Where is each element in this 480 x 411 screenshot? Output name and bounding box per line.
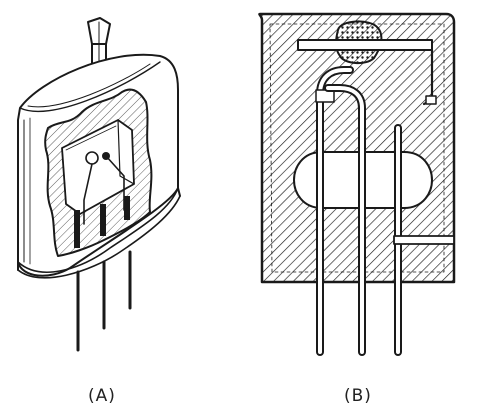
transistor-cutaway-drawing: [17, 17, 181, 352]
caption-b: (B): [344, 386, 372, 406]
transistor-cross-section-drawing: [258, 12, 456, 356]
caption-a: (A): [88, 386, 116, 406]
